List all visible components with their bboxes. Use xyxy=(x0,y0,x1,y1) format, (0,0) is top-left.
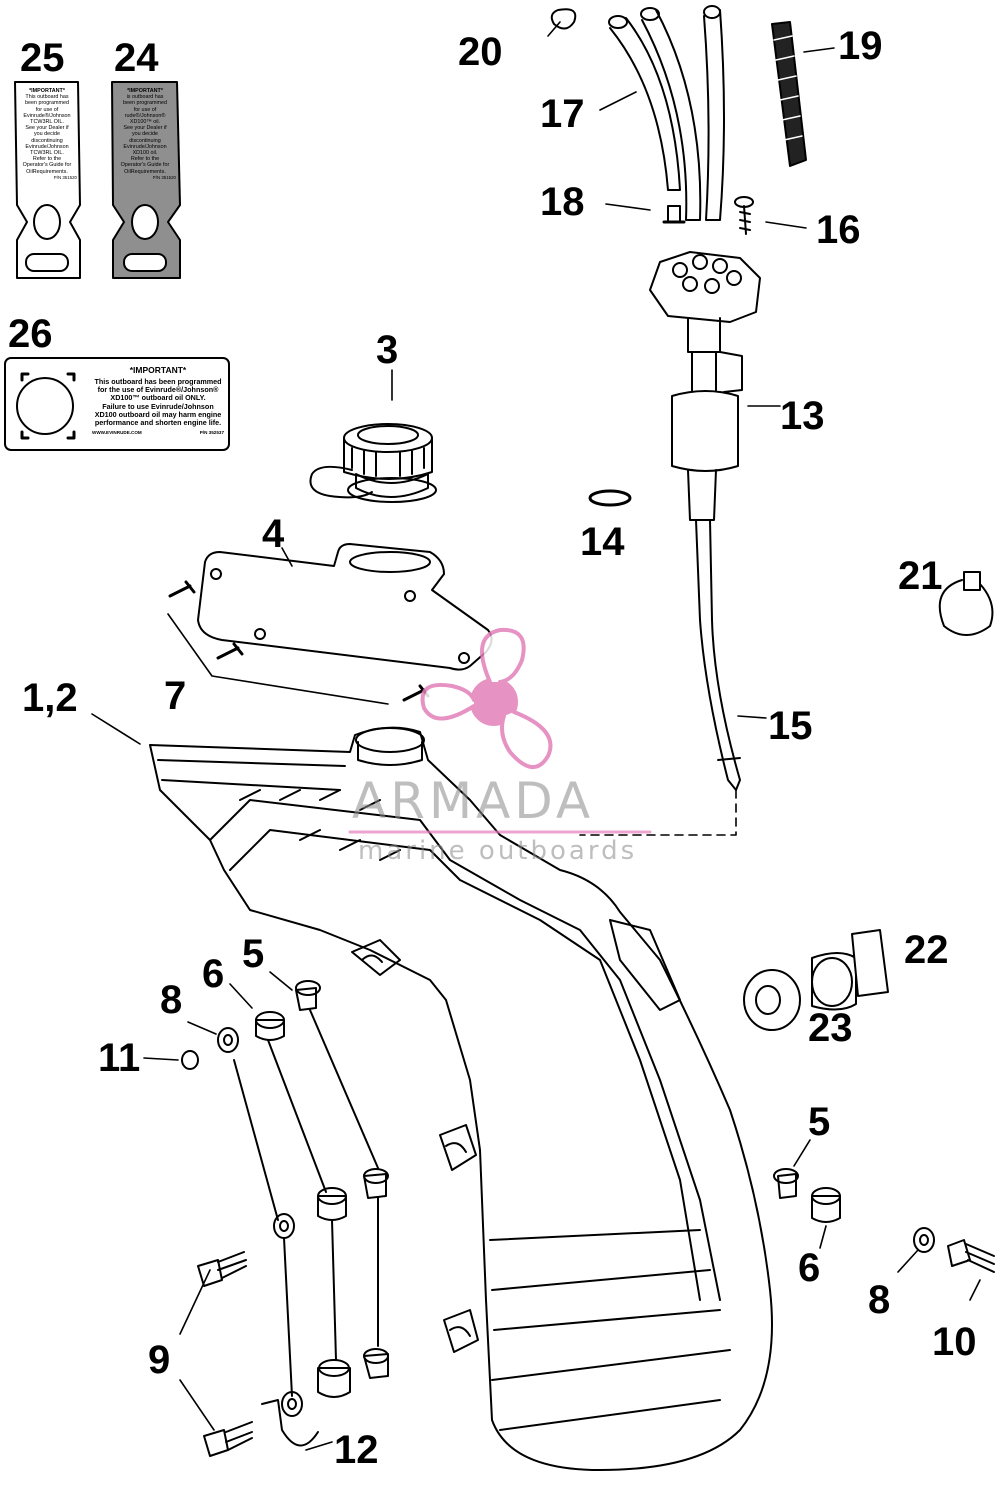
decal-26-footer: WWW.EVINRUDE.COM P/N 352537 xyxy=(92,430,224,435)
callout-18: 18 xyxy=(540,180,585,224)
decal-26-line: This outboard has been programmed xyxy=(94,376,222,386)
watermark-name: ARMADA xyxy=(352,772,595,830)
decal-25-line: Evinrude/Johnson xyxy=(25,143,69,150)
decal-25-line: OilRequirements. xyxy=(26,168,68,175)
decal-25-line: Evinrude®/Johnson xyxy=(23,112,71,119)
decal-26-part-no: P/N 352537 xyxy=(199,430,224,436)
callout-11: 11 xyxy=(98,1036,141,1080)
callout-6-right: 6 xyxy=(798,1246,821,1290)
callout-8-left: 8 xyxy=(160,978,183,1022)
decal-25-line: Operator's Guide for xyxy=(22,162,72,169)
watermark-propeller-icon xyxy=(420,627,553,769)
decal-24-line: XD100 oil. xyxy=(132,150,158,157)
decal-25-text: *IMPORTANT* This outboard has been progr… xyxy=(17,88,77,180)
hardware-right-drawing xyxy=(773,1168,995,1273)
callout-19: 19 xyxy=(838,24,883,68)
decal-25-heading: *IMPORTANT* xyxy=(29,88,65,94)
callout-21: 21 xyxy=(898,554,943,598)
decal-24-heading: *IMPORTANT* xyxy=(127,88,163,94)
decal-26-line: XD100 outboard oil may harm engine xyxy=(94,409,222,419)
screw-16-drawing xyxy=(734,196,754,235)
callout-7: 7 xyxy=(164,674,187,718)
callout-25: 25 xyxy=(20,36,65,80)
oil-cap-drawing xyxy=(309,423,437,503)
decal-26-url: WWW.EVINRUDE.COM xyxy=(92,430,142,436)
decal-25-line: for use of xyxy=(35,106,59,113)
decal-25-shape xyxy=(14,81,81,279)
callout-16: 16 xyxy=(816,208,861,252)
callout-24: 24 xyxy=(114,36,159,80)
fitting-22-drawing xyxy=(811,929,889,1011)
decal-26-line: for the use of Evinrude®/Johnson® xyxy=(97,385,219,395)
callout-9: 9 xyxy=(148,1338,171,1382)
callout-1-2: 1,2 xyxy=(22,676,78,720)
decal-24-line: Evinrude/Johnson xyxy=(123,143,167,150)
hardware-left-drawing xyxy=(181,980,389,1457)
bracket-drawing xyxy=(197,543,493,671)
decal-24-line: Refer to the xyxy=(130,156,160,163)
decal-24-text: *IMPORTANT* is outboard has been program… xyxy=(114,88,176,180)
callout-20: 20 xyxy=(458,30,503,74)
oil-tank-drawing xyxy=(149,726,773,1471)
decal-25-line: This outboard has xyxy=(25,94,69,101)
leader-lines xyxy=(91,21,981,1451)
oil-pickup-assembly-drawing xyxy=(649,251,761,791)
callout-12: 12 xyxy=(334,1428,379,1472)
decal-25-line: TCW3RL OIL. xyxy=(30,150,64,157)
decal-25-line: TCW3RL OIL. xyxy=(30,119,64,126)
callout-17: 17 xyxy=(540,92,585,136)
dashed-connector xyxy=(579,789,737,836)
callout-5-right: 5 xyxy=(808,1100,831,1144)
decal-25-line: Refer to the xyxy=(32,156,62,163)
decal-25-line: discontinuing xyxy=(31,137,63,144)
decal-24-line: for use of xyxy=(133,106,157,113)
callout-8-right: 8 xyxy=(868,1278,891,1322)
hoses-17-drawing xyxy=(608,5,725,221)
decal-24-line: rude®/Johnson® xyxy=(124,112,166,119)
callout-13: 13 xyxy=(780,394,825,438)
decal-24-shape xyxy=(111,81,181,279)
decal-25-line: been programmed xyxy=(24,100,70,107)
decal-24-line: discontinuing xyxy=(129,137,161,144)
decal-24-line: Operator's Guide for xyxy=(120,162,170,169)
decal-24-line: See your Dealer if xyxy=(123,125,167,132)
watermark-tagline: marine outboards xyxy=(358,836,638,866)
decal-24-line: OilRequirements. xyxy=(124,168,166,175)
decal-26-shape xyxy=(4,357,230,451)
decal-25-line: you decide xyxy=(33,131,61,138)
callout-3: 3 xyxy=(376,328,399,372)
decal-24-line: XD100™ oil. xyxy=(129,119,161,126)
callout-4: 4 xyxy=(262,512,285,556)
decal-26-line: XD100™ outboard oil ONLY. xyxy=(110,393,206,403)
clamp-20-drawing xyxy=(550,8,577,30)
fitting-18-drawing xyxy=(662,205,686,224)
decal-26-line: Failure to use Evinrude/Johnson xyxy=(102,401,214,411)
decal-25-line: See your Dealer if xyxy=(25,125,69,132)
decal-26-line: performance and shorten engine life. xyxy=(94,418,222,428)
decal-24-part-no: P/N 351520 xyxy=(152,174,176,180)
decal-26-heading: *IMPORTANT* xyxy=(129,365,187,375)
callout-26: 26 xyxy=(8,312,53,356)
callout-15: 15 xyxy=(768,704,813,748)
grommet-23-drawing xyxy=(743,969,801,1031)
decal-24-line: is outboard has xyxy=(126,94,164,101)
decal-26-text: *IMPORTANT* This outboard has been progr… xyxy=(92,365,224,436)
callout-5-left: 5 xyxy=(242,932,265,976)
callout-6-left: 6 xyxy=(202,952,225,996)
o-ring-14 xyxy=(588,489,632,507)
clamp-21-drawing xyxy=(938,571,994,636)
sleeve-19-drawing xyxy=(771,21,807,167)
callout-23: 23 xyxy=(808,1006,853,1050)
decal-25-part-no: P/N 351520 xyxy=(53,174,77,180)
callout-10: 10 xyxy=(932,1320,977,1364)
callout-14: 14 xyxy=(580,520,625,564)
decal-24-line: you decide xyxy=(131,131,159,138)
callout-22: 22 xyxy=(904,928,949,972)
decal-24-line: been programmed xyxy=(122,100,168,107)
